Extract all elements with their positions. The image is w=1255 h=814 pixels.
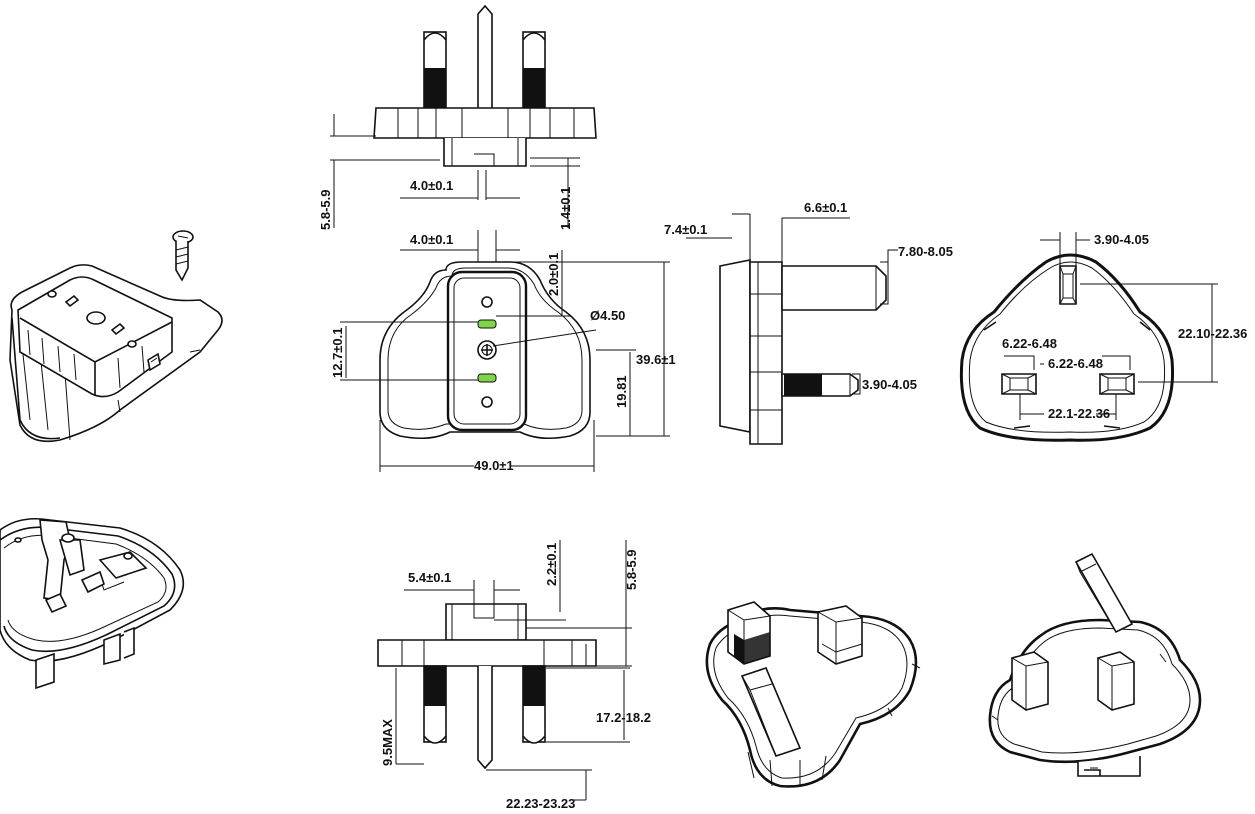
dim-bottom-max: 9.5MAX — [380, 719, 395, 766]
dim-side-pin-dia-bottom: 3.90-4.05 — [862, 377, 917, 392]
dim-rear-slot-top: 3.90-4.05 — [1094, 232, 1149, 247]
dim-side-offset-a: 7.4±0.1 — [664, 222, 707, 237]
dim-front-width: 49.0±1 — [474, 458, 514, 473]
dim-rear-slot-b: 6.22-6.48 — [1048, 356, 1103, 371]
dim-bottom-spacing: 22.23-23.23 — [506, 796, 575, 811]
dim-rear-height: 22.10-22.36 — [1178, 326, 1247, 341]
dim-side-pin-dia-top: 7.80-8.05 — [898, 244, 953, 259]
pins-up-dimensions: 4.0±0.1 5.8-5.9 1.4±0.1 — [318, 114, 580, 230]
dim-side-offset-b: 6.6±0.1 — [804, 200, 847, 215]
dim-bottom-width: 5.4±0.1 — [408, 570, 451, 585]
dim-top-pin-offset: 1.4±0.1 — [558, 187, 573, 230]
dim-front-lower-height: 19.81 — [614, 375, 629, 408]
front-view — [379, 261, 591, 440]
rear-view — [959, 253, 1175, 442]
isometric-pins-view-left — [705, 601, 921, 788]
pins-up-side-view — [373, 4, 597, 167]
pins-down-side-view — [377, 603, 597, 770]
dim-front-slot-spacing: 12.7±0.1 — [330, 327, 345, 378]
rear-dimensions: 3.90-4.05 6.22-6.48 6.22-6.48 22.10-22.3… — [1002, 232, 1247, 421]
isometric-bottom-view — [0, 517, 185, 690]
dim-front-hole: Ø4.50 — [590, 308, 625, 323]
screw-icon — [172, 230, 194, 282]
dim-front-height: 39.6±1 — [636, 352, 676, 367]
profile-view — [719, 259, 887, 445]
front-slot-upper — [477, 319, 497, 329]
dim-front-top-gap: 2.0±0.1 — [546, 253, 561, 296]
pins-down-dimensions: 5.4±0.1 2.2±0.1 5.8-5.9 17.2-18.2 9.5MAX… — [380, 540, 651, 811]
profile-dimensions: 7.4±0.1 6.6±0.1 7.80-8.05 3.90-4.05 — [664, 200, 953, 395]
isometric-pins-view-right — [988, 552, 1202, 777]
dim-front-width-small: 4.0±0.1 — [410, 232, 453, 247]
dim-bottom-gap: 2.2±0.1 — [544, 543, 559, 586]
dim-rear-slot-a: 6.22-6.48 — [1002, 336, 1057, 351]
front-dimensions: 4.0±0.1 2.0±0.1 Ø4.50 12.7±0.1 39.6±1 19… — [330, 230, 676, 473]
dim-top-width: 4.0±0.1 — [410, 178, 453, 193]
dim-top-height-left: 5.8-5.9 — [318, 190, 333, 230]
dim-bottom-pin-length: 17.2-18.2 — [596, 710, 651, 725]
isometric-top-view — [9, 230, 223, 443]
dim-rear-spacing: 22.1-22.36 — [1048, 406, 1110, 421]
front-slot-lower — [477, 373, 497, 383]
dim-bottom-right-height: 5.8-5.9 — [624, 550, 639, 590]
